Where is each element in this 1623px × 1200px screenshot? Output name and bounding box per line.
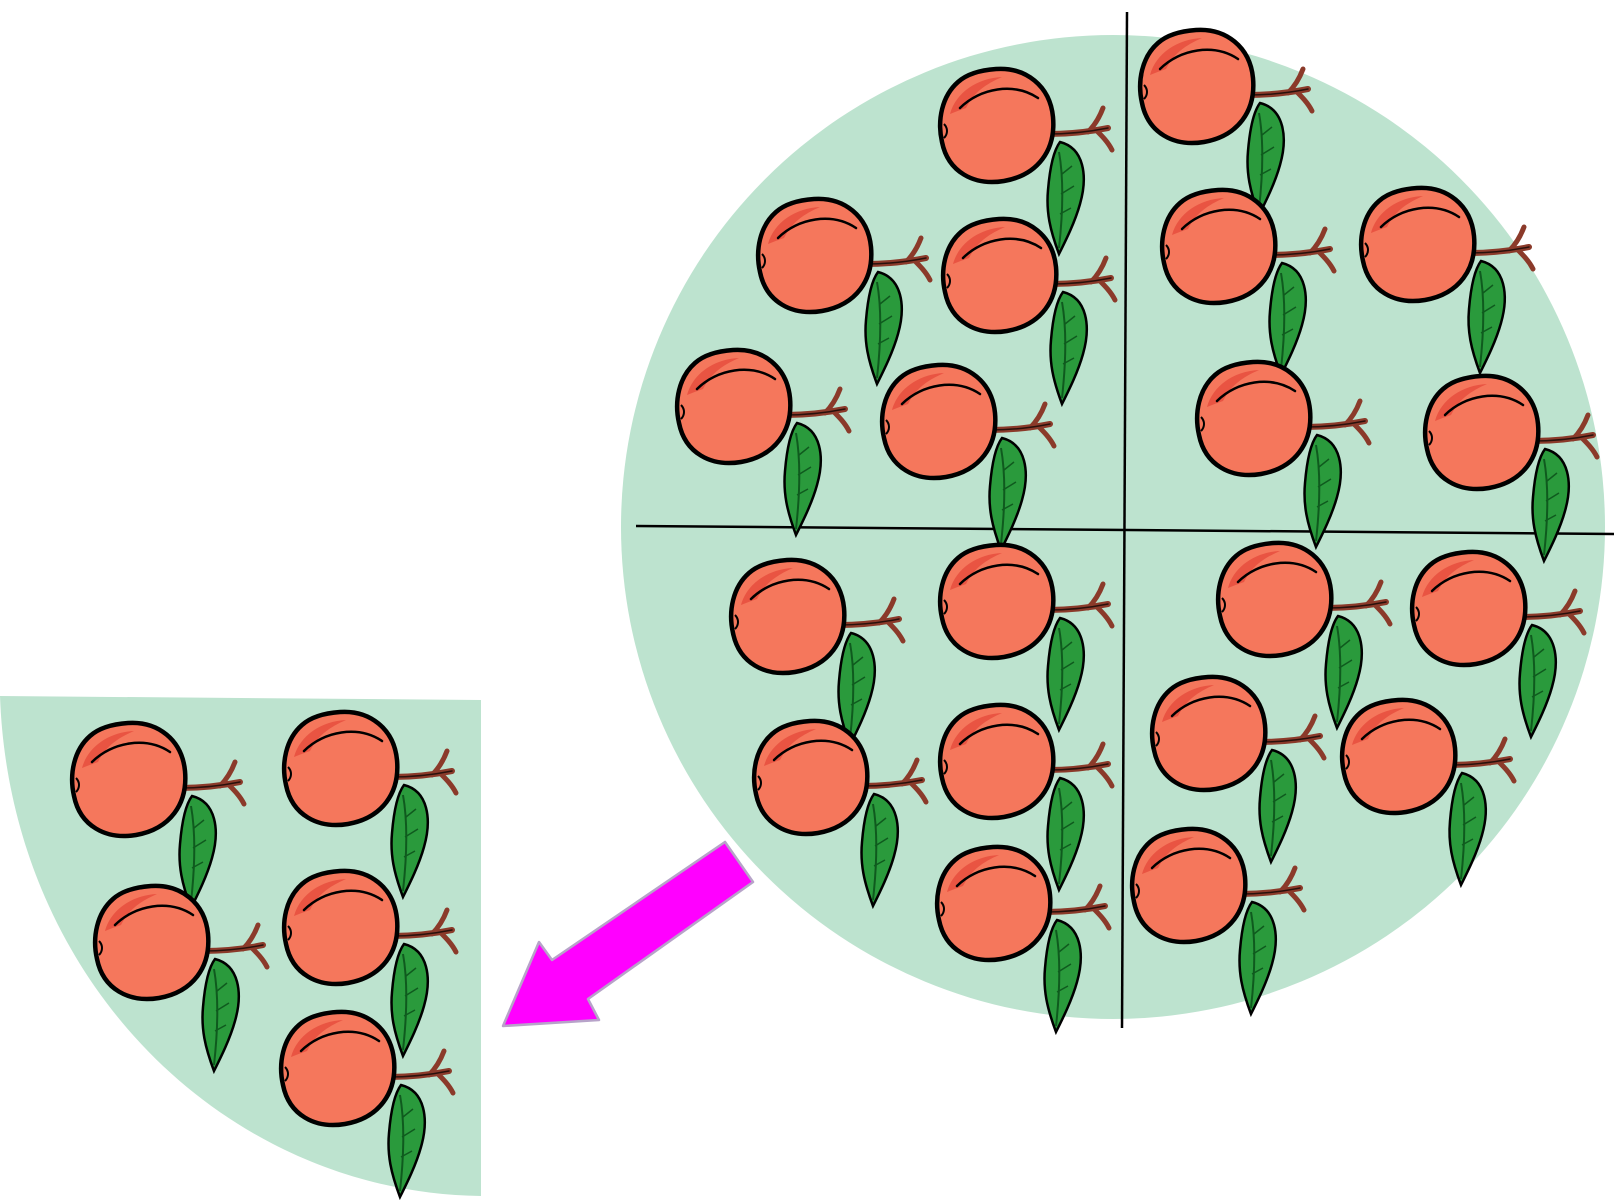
plate-vertical-divider [1120, 11, 1129, 1029]
whole-plate [621, 11, 1615, 1032]
removed-quarter [0, 696, 481, 1197]
arrow-icon [501, 840, 755, 1028]
